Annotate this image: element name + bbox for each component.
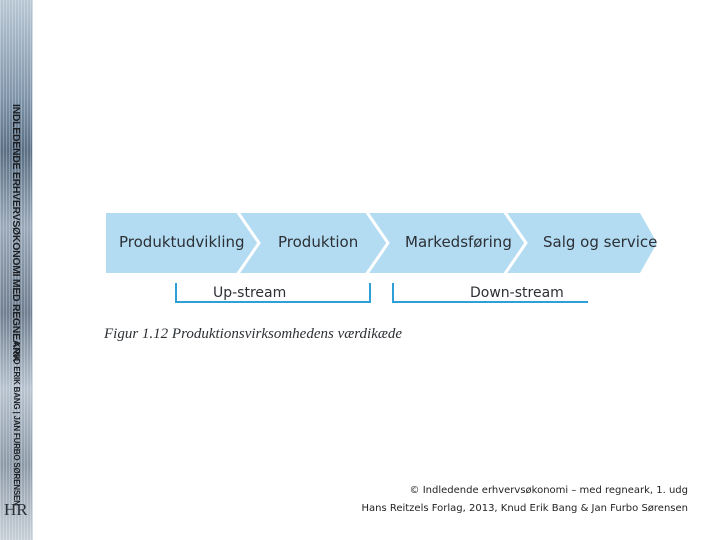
copyright-line-1: © Indledende erhvervsøkonomi – med regne…: [409, 485, 688, 496]
upstream-label: Up-stream: [213, 285, 287, 301]
stage-label-salg-og-service: Salg og service: [543, 233, 658, 251]
publisher-logo: HR: [4, 500, 28, 519]
upstream-bracket: [175, 283, 371, 303]
stage-label-produktudvikling: Produktudvikling: [119, 233, 245, 251]
downstream-bracket: [392, 283, 588, 303]
chevron-separator-2: [364, 210, 390, 276]
chevron-separator-1: [235, 210, 261, 276]
copyright-line-2: Hans Reitzels Forlag, 2013, Knud Erik Ba…: [361, 503, 688, 514]
chevron-separator-3: [502, 210, 528, 276]
book-spine: INDLEDENDE ERHVERVSØKONOMI MED REGNEARK …: [0, 0, 33, 540]
downstream-label: Down-stream: [470, 285, 564, 301]
stage-label-markedsfoering: Markedsføring: [405, 233, 512, 251]
stage-label-produktion: Produktion: [278, 233, 359, 251]
figure-caption: Figur 1.12 Produktionsvirksomhedens værd…: [104, 326, 403, 342]
copyright-notice: © Indledende erhvervsøkonomi – med regne…: [361, 482, 688, 518]
stage-band: [106, 213, 657, 273]
